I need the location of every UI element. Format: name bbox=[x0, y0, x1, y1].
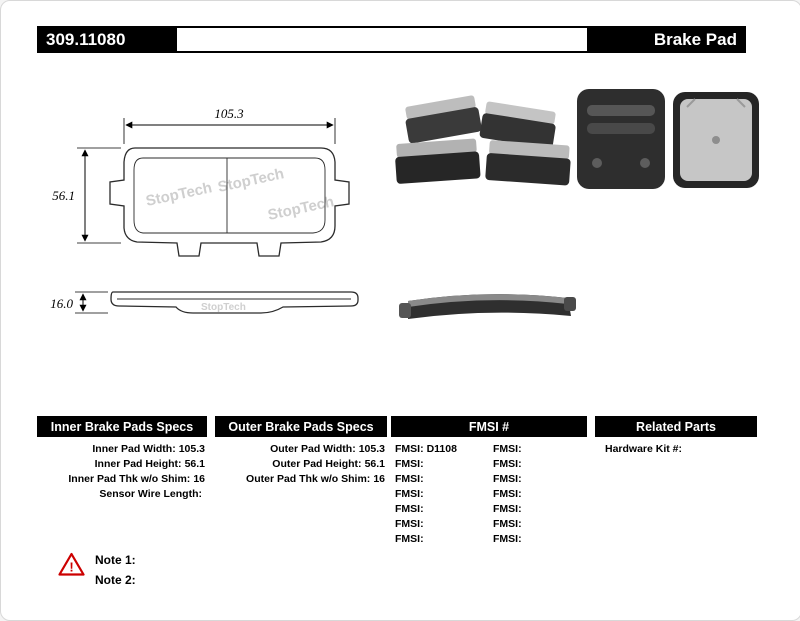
svg-text:!: ! bbox=[69, 560, 73, 575]
related-parts-header: Related Parts bbox=[595, 416, 757, 437]
fmsi-row: FMSI:D1108 bbox=[395, 443, 457, 455]
pad-friction-outline bbox=[133, 157, 326, 234]
pad-side-outline bbox=[110, 291, 359, 314]
pad-photo-angled-2 bbox=[479, 101, 556, 149]
width-dimension: 105.3 bbox=[214, 106, 244, 121]
fmsi-header: FMSI # bbox=[391, 416, 587, 437]
spec-row: Outer Pad Width:105.3 bbox=[270, 443, 385, 455]
fmsi-row: FMSI: bbox=[395, 503, 424, 515]
fmsi-rows: FMSI:D1108 FMSI: FMSI: FMSI: FMSI: FMSI:… bbox=[391, 442, 587, 547]
spec-row: Inner Pad Thk w/o Shim:16 bbox=[68, 473, 205, 485]
page-title: Brake Pad bbox=[587, 26, 746, 53]
spec-row: Outer Pad Thk w/o Shim:16 bbox=[246, 473, 385, 485]
related-row: Hardware Kit #: bbox=[605, 443, 683, 455]
fmsi-row: FMSI: bbox=[395, 533, 424, 545]
part-number: 309.11080 bbox=[37, 26, 177, 53]
warning-icon: ! bbox=[58, 552, 85, 576]
pad-photo-angled-1 bbox=[405, 95, 482, 144]
fmsi-row: FMSI: bbox=[395, 458, 424, 470]
fmsi-row: FMSI: bbox=[493, 458, 522, 470]
note-1: Note 1: bbox=[95, 553, 136, 567]
spec-row: Outer Pad Height:56.1 bbox=[272, 458, 385, 470]
product-photo-profile bbox=[399, 294, 576, 319]
fmsi-row: FMSI: bbox=[395, 473, 424, 485]
fmsi-row: FMSI: bbox=[493, 518, 522, 530]
outer-specs-header: Outer Brake Pads Specs bbox=[215, 416, 387, 437]
inner-specs-rows: Inner Pad Width:105.3 Inner Pad Height:5… bbox=[37, 442, 207, 502]
pad-photo-backing bbox=[577, 89, 665, 189]
fmsi-row: FMSI: bbox=[493, 443, 522, 455]
fmsi-row: FMSI: bbox=[493, 473, 522, 485]
spec-row: Inner Pad Height:56.1 bbox=[94, 458, 205, 470]
fmsi-row: FMSI: bbox=[493, 533, 522, 545]
fmsi-row: FMSI: bbox=[493, 503, 522, 515]
thickness-dimension: 16.0 bbox=[50, 296, 73, 311]
technical-drawing: StopTech StopTech StopTech 105.3 56.1 St… bbox=[50, 106, 359, 314]
watermark-text: StopTech bbox=[201, 302, 246, 313]
pad-photo-angled-3 bbox=[395, 138, 481, 184]
outer-specs-rows: Outer Pad Width:105.3 Outer Pad Height:5… bbox=[215, 442, 387, 487]
note-2: Note 2: bbox=[95, 573, 136, 587]
spec-row: Sensor Wire Length: bbox=[99, 488, 202, 500]
pad-front-outline bbox=[109, 147, 350, 257]
product-photo-pads bbox=[395, 89, 759, 189]
fmsi-row: FMSI: bbox=[493, 488, 522, 500]
fmsi-row: FMSI: bbox=[395, 488, 424, 500]
pad-photo-friction bbox=[673, 92, 759, 188]
spec-row: Inner Pad Width:105.3 bbox=[92, 443, 205, 455]
fmsi-row: FMSI: bbox=[395, 518, 424, 530]
inner-specs-header: Inner Brake Pads Specs bbox=[37, 416, 207, 437]
fmsi-col-1: FMSI:D1108 FMSI: FMSI: FMSI: FMSI: FMSI:… bbox=[391, 442, 489, 547]
height-dimension: 56.1 bbox=[52, 188, 75, 203]
fmsi-col-2: FMSI: FMSI: FMSI: FMSI: FMSI: FMSI: FMSI… bbox=[489, 442, 587, 547]
pad-photo-angled-4 bbox=[485, 140, 571, 186]
related-parts-rows: Hardware Kit #: bbox=[595, 442, 763, 457]
